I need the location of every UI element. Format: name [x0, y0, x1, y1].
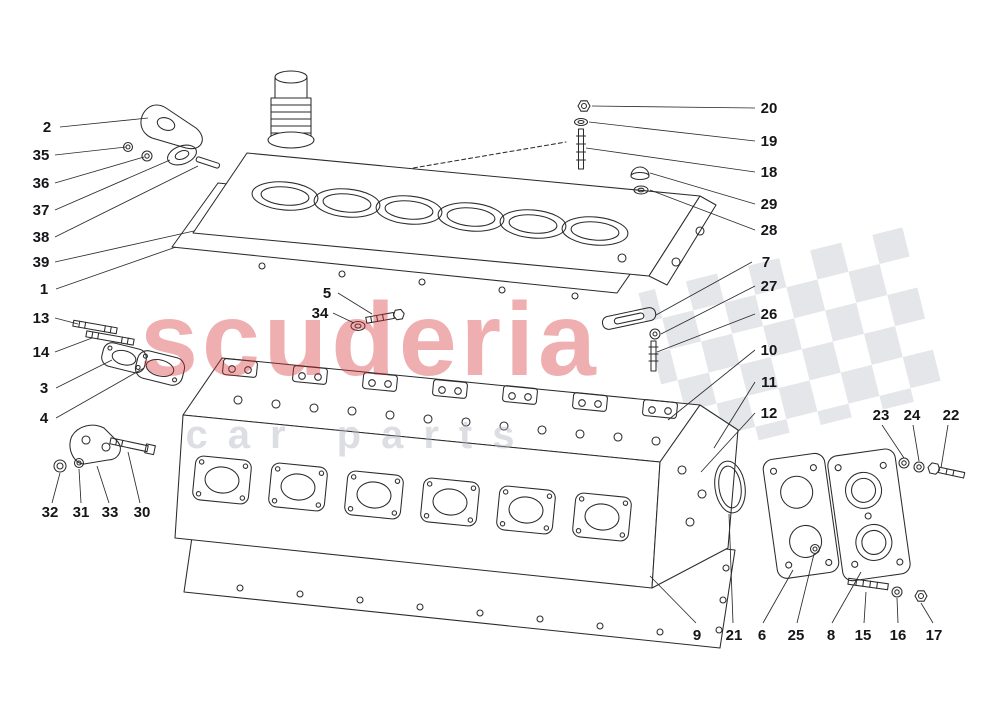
callout-32: 32 — [42, 504, 59, 521]
bolt-15-part — [847, 577, 889, 591]
bracket-33-part — [69, 424, 121, 465]
callout-13: 13 — [33, 310, 50, 327]
callout-14: 14 — [33, 344, 50, 361]
callout-19: 19 — [761, 133, 778, 150]
callout-11: 11 — [761, 374, 777, 391]
callout-1: 1 — [40, 281, 48, 298]
callout-5: 5 — [323, 285, 331, 302]
side-plate-8-part — [827, 448, 911, 582]
cap-29-part — [630, 166, 650, 181]
nut-20-part — [577, 100, 591, 112]
stud-26-part — [648, 340, 659, 372]
callout-25: 25 — [788, 627, 805, 644]
callout-33: 33 — [102, 504, 119, 521]
bolt-22-part — [927, 462, 966, 479]
callout-29: 29 — [761, 196, 778, 213]
callout-34: 34 — [312, 305, 329, 322]
callout-15: 15 — [855, 627, 872, 644]
side-gasket-6-part — [762, 452, 840, 579]
callout-labels: 2 35 36 37 38 39 1 13 14 3 4 5 34 20 19 … — [33, 100, 960, 644]
watermark-brand: scuderia — [140, 282, 600, 398]
gasket-4-part — [134, 350, 186, 386]
o-ring-21-part — [714, 460, 746, 514]
callout-24: 24 — [904, 407, 921, 424]
watermark-tagline: car parts — [186, 413, 535, 457]
callout-27: 27 — [761, 278, 778, 295]
valve-cover — [192, 152, 717, 286]
cylinder-head — [174, 357, 739, 589]
callout-16: 16 — [890, 627, 907, 644]
callout-31: 31 — [73, 504, 90, 521]
fitting-25-part — [809, 543, 821, 555]
washer-16-part — [891, 586, 903, 598]
stud-18-part — [575, 128, 587, 170]
callout-20: 20 — [761, 100, 778, 117]
washer-32-part — [53, 459, 67, 473]
callout-2: 2 — [43, 119, 51, 136]
callout-28: 28 — [761, 222, 778, 239]
callout-22: 22 — [943, 407, 960, 424]
stud-38-part — [195, 156, 221, 169]
callout-39: 39 — [33, 254, 50, 271]
callout-6: 6 — [758, 627, 766, 644]
flange-gasket — [167, 144, 197, 166]
diagram-line-art — [53, 70, 966, 649]
stud-14-part — [85, 330, 135, 346]
callout-7: 7 — [762, 254, 770, 271]
callout-10: 10 — [761, 342, 778, 359]
nut-17-part — [914, 590, 928, 602]
washer-28-part — [633, 185, 649, 195]
bolt-5-part — [365, 308, 405, 324]
callout-38: 38 — [33, 229, 50, 246]
washer-34-part — [350, 320, 366, 332]
callout-9: 9 — [693, 627, 701, 644]
callout-30: 30 — [134, 504, 151, 521]
callout-26: 26 — [761, 306, 778, 323]
callout-4: 4 — [40, 410, 49, 427]
washer-27-part — [649, 328, 661, 340]
callout-37: 37 — [33, 202, 50, 219]
callout-8: 8 — [827, 627, 835, 644]
callout-36: 36 — [33, 175, 50, 192]
callout-17: 17 — [926, 627, 943, 644]
bracket-plate-7-part — [601, 307, 657, 330]
callout-12: 12 — [761, 405, 778, 422]
bolt-30-part — [109, 437, 156, 456]
callout-3: 3 — [40, 380, 48, 397]
callout-21: 21 — [726, 627, 743, 644]
washer-36-part — [141, 150, 153, 162]
callout-23: 23 — [873, 407, 890, 424]
gasket-3-part — [101, 342, 147, 374]
washer-24-part — [913, 461, 925, 473]
checker-flag-watermark — [638, 227, 944, 461]
alignment-dashed-line — [371, 141, 567, 176]
washer-31-part — [73, 457, 85, 469]
callout-18: 18 — [761, 164, 778, 181]
breather-pipe — [267, 70, 315, 149]
leader-lines — [51, 105, 949, 624]
callout-35: 35 — [33, 147, 50, 164]
breather-elbow — [140, 104, 203, 150]
washer-19-part — [573, 117, 589, 127]
